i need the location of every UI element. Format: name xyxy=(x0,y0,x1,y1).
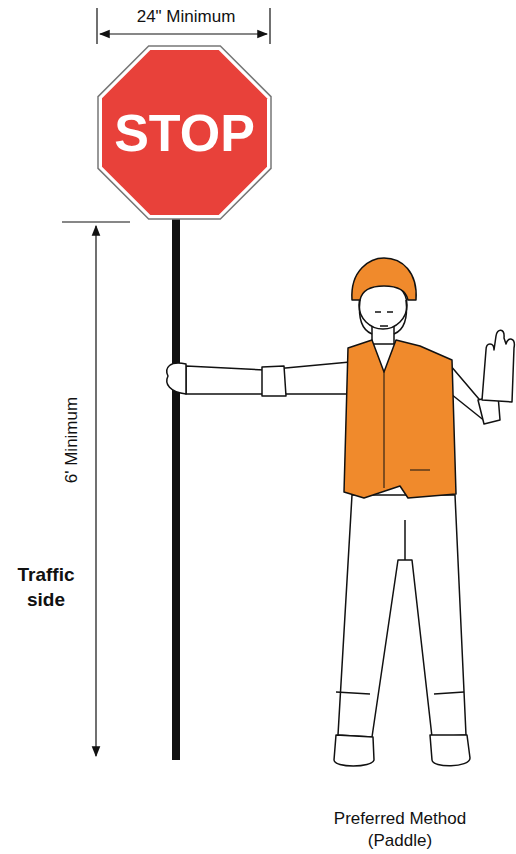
stop-paddle-sign: STOP xyxy=(97,45,272,220)
side-label: Traffic side xyxy=(4,563,88,612)
height-dimension xyxy=(62,222,130,756)
sign-legend: STOP xyxy=(114,103,255,163)
paddle-pole xyxy=(172,216,180,760)
flagger-figure xyxy=(167,258,515,766)
width-dimension-label: 24" Minimum xyxy=(135,6,238,28)
height-dimension-label: 6' Minimum xyxy=(61,395,83,485)
caption-label: Preferred Method (Paddle) xyxy=(318,808,482,852)
